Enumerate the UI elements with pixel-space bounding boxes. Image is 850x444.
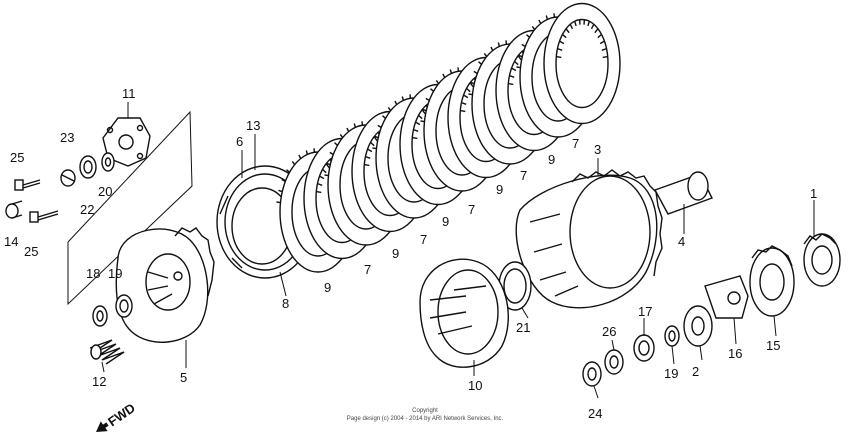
callout-19a: 19	[108, 266, 122, 281]
callout-13: 13	[246, 118, 260, 133]
callout-23: 23	[60, 130, 74, 145]
callout-26: 26	[602, 324, 616, 339]
callout-7c: 7	[468, 202, 475, 217]
primary-gear	[749, 245, 795, 317]
callout-9a: 9	[324, 280, 331, 295]
small-bearing-set	[60, 152, 115, 187]
callout-10: 10	[468, 378, 482, 393]
callout-3: 3	[594, 142, 601, 157]
callout-1: 1	[810, 186, 817, 201]
leader-lines	[101, 102, 815, 399]
lock-plate	[704, 275, 749, 319]
clutch-center	[419, 258, 509, 368]
pressure-plate-bracket	[67, 110, 193, 306]
callout-7a: 7	[364, 262, 371, 277]
clutch-plates-stack	[276, 2, 621, 273]
callout-15: 15	[766, 338, 780, 353]
callout-9b: 9	[392, 246, 399, 261]
callout-19b: 19	[664, 366, 678, 381]
clutch-plate-inner	[555, 18, 609, 109]
callout-8: 8	[282, 296, 289, 311]
callout-2: 2	[692, 364, 699, 379]
callout-24: 24	[588, 406, 602, 421]
callout-16: 16	[728, 346, 742, 361]
clutch-plate-teeth	[556, 19, 608, 59]
callout-25b: 25	[24, 244, 38, 259]
copyright-line2: Page design (c) 2004 - 2014 by ARI Netwo…	[346, 416, 504, 422]
callout-17: 17	[638, 304, 652, 319]
fwd-label: FWD	[105, 400, 138, 429]
callout-7e: 7	[572, 136, 579, 151]
callout-labels: 11 1 3 4 5 6 13 8 9 7 9 7 9 7 9 7 9 7 10…	[4, 86, 817, 421]
callout-18: 18	[86, 266, 100, 281]
small-gear	[683, 305, 713, 347]
pressure-plate	[115, 227, 215, 343]
callout-21: 21	[516, 320, 530, 335]
callout-7b: 7	[420, 232, 427, 247]
bushings	[582, 325, 680, 387]
clutch-springs	[89, 339, 125, 365]
callout-6: 6	[236, 134, 243, 149]
drive-gear	[803, 233, 841, 287]
collar	[653, 171, 713, 215]
callout-11: 11	[122, 86, 136, 101]
clutch-outer-basket	[515, 169, 663, 309]
callout-4: 4	[678, 234, 685, 249]
copyright-line1: Copyright	[412, 408, 438, 414]
callout-9d: 9	[496, 182, 503, 197]
callout-9c: 9	[442, 214, 449, 229]
washers-18-19	[92, 294, 133, 327]
callout-25a: 25	[10, 150, 24, 165]
callout-9e: 9	[548, 152, 555, 167]
callout-22: 22	[80, 202, 94, 217]
callout-12: 12	[92, 374, 106, 389]
callout-20: 20	[98, 184, 112, 199]
bolts	[5, 179, 59, 223]
callout-5: 5	[180, 370, 187, 385]
callout-14: 14	[4, 234, 18, 249]
callout-7d: 7	[520, 168, 527, 183]
